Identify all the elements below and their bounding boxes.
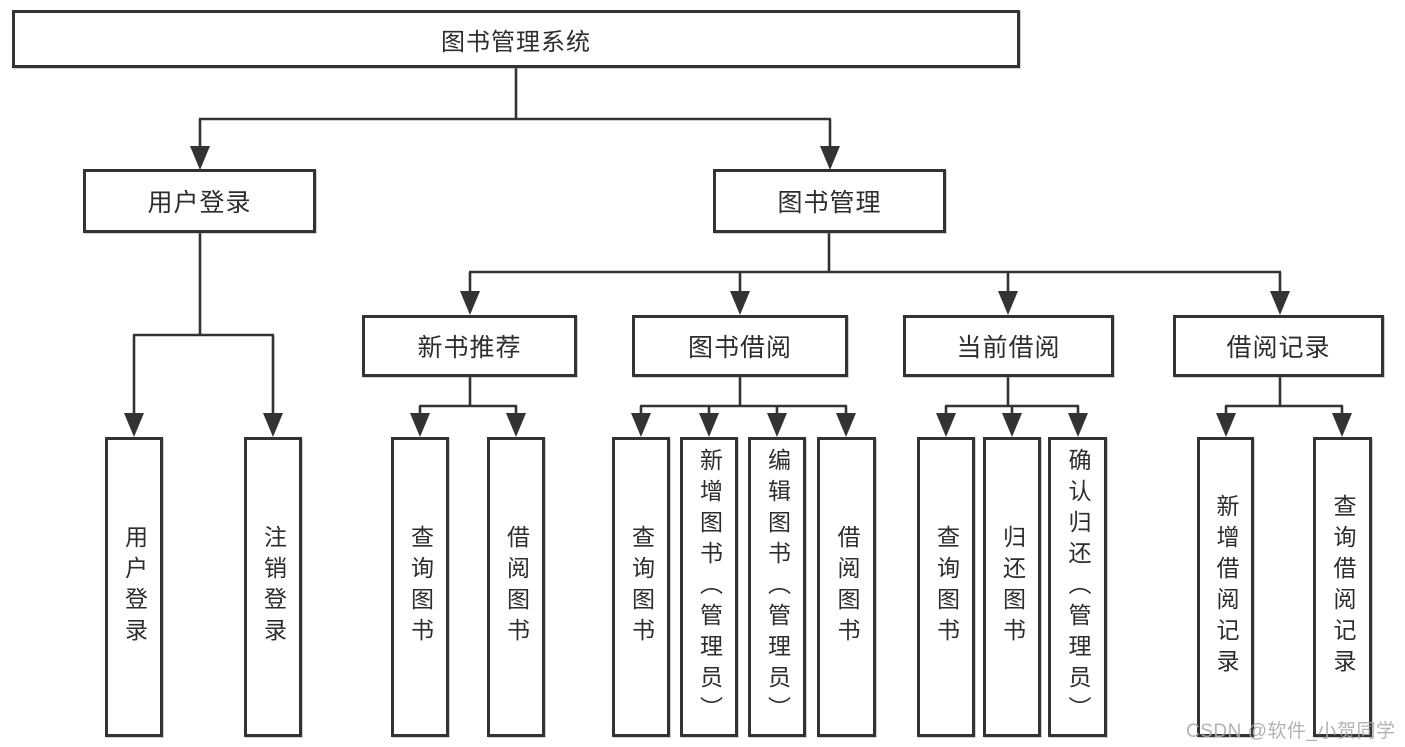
leaf-borrow-books-recommend: 借阅图书 bbox=[487, 437, 545, 737]
node-label: 图书借阅 bbox=[687, 334, 792, 362]
leaf-return-books: 归还图书 bbox=[983, 437, 1041, 737]
leaf-user-login: 用户登录 bbox=[105, 437, 163, 737]
node-current-borrowing: 当前借阅 bbox=[903, 315, 1114, 377]
leaf-query-books-borrowing: 查询图书 bbox=[612, 437, 670, 737]
leaf-label: 查询图书 bbox=[933, 525, 960, 649]
leaf-query-books-current: 查询图书 bbox=[917, 437, 975, 737]
leaf-label: 借阅图书 bbox=[503, 525, 530, 649]
node-borrowing-records: 借阅记录 bbox=[1173, 315, 1384, 377]
node-user-login: 用户登录 bbox=[83, 169, 316, 233]
leaf-add-books-admin: 新增图书（管理员） bbox=[680, 437, 738, 737]
leaf-label: 查询图书 bbox=[628, 525, 655, 649]
node-label: 图书管理 bbox=[777, 189, 882, 217]
node-label: 图书管理系统 bbox=[441, 28, 591, 56]
node-new-book-recommend: 新书推荐 bbox=[362, 315, 577, 377]
node-book-management: 图书管理 bbox=[713, 169, 946, 233]
leaf-confirm-return-admin: 确认归还（管理员） bbox=[1048, 437, 1107, 737]
node-library-management-system: 图书管理系统 bbox=[12, 10, 1020, 68]
leaf-query-books-recommend: 查询图书 bbox=[391, 437, 449, 737]
leaf-label: 编辑图书（管理员） bbox=[764, 447, 791, 727]
csdn-watermark: CSDN @软件_小贺同学 bbox=[1186, 721, 1396, 742]
node-label: 借阅记录 bbox=[1226, 334, 1331, 362]
leaf-edit-books-admin: 编辑图书（管理员） bbox=[748, 437, 806, 737]
node-book-borrowing: 图书借阅 bbox=[632, 315, 848, 377]
leaf-label: 查询图书 bbox=[407, 525, 434, 649]
node-label: 新书推荐 bbox=[417, 334, 522, 362]
leaf-borrow-books: 借阅图书 bbox=[817, 437, 876, 737]
node-label: 用户登录 bbox=[147, 189, 252, 217]
leaf-label: 借阅图书 bbox=[834, 525, 860, 649]
leaf-label: 注销登录 bbox=[260, 525, 287, 649]
leaf-query-borrow-record: 查询借阅记录 bbox=[1313, 437, 1372, 737]
leaf-add-borrow-record: 新增借阅记录 bbox=[1197, 437, 1254, 737]
leaf-label: 新增借阅记录 bbox=[1213, 494, 1239, 680]
leaf-label: 确认归还（管理员） bbox=[1065, 447, 1091, 727]
node-label: 当前借阅 bbox=[956, 334, 1061, 362]
leaf-label: 用户登录 bbox=[121, 525, 148, 649]
leaf-label: 新增图书（管理员） bbox=[696, 447, 723, 727]
leaf-label: 归还图书 bbox=[999, 525, 1026, 649]
leaf-logout-login: 注销登录 bbox=[244, 437, 302, 737]
leaf-label: 查询借阅记录 bbox=[1330, 494, 1356, 680]
